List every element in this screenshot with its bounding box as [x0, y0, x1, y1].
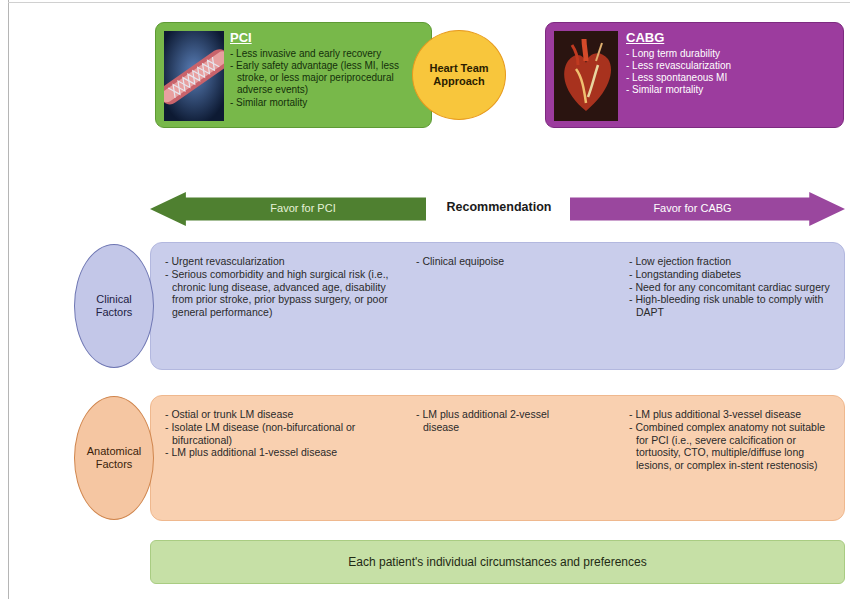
bullet-text: - Less revascularization: [626, 60, 833, 72]
bullet-text: - High-bleeding risk unable to comply wi…: [629, 293, 837, 319]
box-heading: CABG: [626, 30, 833, 46]
factor-band: - Urgent revascularization- Serious como…: [150, 242, 845, 370]
node-text: Heart Team Approach: [428, 62, 490, 89]
bullet-text: - Early safety advantage (less MI, less …: [230, 60, 407, 97]
cabg-box: CABG - Long term durability- Less revascu…: [545, 22, 844, 128]
node-text: Favor for CABG: [653, 202, 731, 215]
bullet-text: - LM plus additional 3-vessel disease: [629, 408, 837, 421]
factor-circle: Anatomical Factors: [74, 396, 154, 520]
bullet-text: - Urgent revascularization: [165, 255, 401, 268]
bullet-text: - Ostial or trunk LM disease: [165, 408, 401, 421]
bullet-text: - LM plus additional 2-vessel disease: [416, 408, 581, 434]
node-text: Each patient's individual circumstances …: [348, 555, 646, 570]
node-text: Clinical Factors: [81, 293, 147, 320]
bullet-text: - Longstanding diabetes: [629, 268, 837, 281]
text-column: - Clinical equipoise: [416, 255, 566, 268]
favor-arrow: Favor for CABG: [570, 192, 845, 226]
bullet-text: - Isolate LM disease (non-bifurcational …: [165, 421, 401, 447]
frame-line: [8, 2, 850, 3]
heart-illustration: [554, 31, 618, 121]
bullet-text: - LM plus additional 1-vessel disease: [165, 446, 401, 459]
box-heading: PCI: [230, 30, 407, 46]
text-column: - Ostial or trunk LM disease- Isolate LM…: [165, 408, 401, 459]
text-column: - Urgent revascularization- Serious como…: [165, 255, 401, 319]
bullet-text: - Long term durability: [626, 48, 833, 60]
bullet-text: - Serious comorbidity and high surgical …: [165, 268, 401, 319]
bullet-text: - Clinical equipoise: [416, 255, 566, 268]
frame-line: [8, 0, 9, 599]
bullet-text: - Less invasive and early recovery: [230, 48, 407, 60]
arrow-outline: [150, 192, 426, 226]
text-column: - LM plus additional 2-vessel disease: [416, 408, 581, 434]
heart-team-circle: Heart Team Approach: [412, 30, 506, 120]
factor-band: - Ostial or trunk LM disease- Isolate LM…: [150, 395, 845, 521]
factor-circle: Clinical Factors: [74, 244, 154, 368]
bullet-text: - Need for any concomitant cardiac surge…: [629, 281, 837, 294]
arrow-outline: [570, 192, 845, 226]
text-column: - Low ejection fraction- Longstanding di…: [629, 255, 837, 319]
node-text: Favor for PCI: [270, 202, 335, 215]
text-wrap: Heart Team Approach: [428, 62, 490, 89]
bullet-text: - Less spontaneous MI: [626, 72, 833, 84]
node-text: Anatomical Factors: [79, 445, 149, 472]
recommendation-label: Recommendation: [428, 200, 570, 214]
bullet-text: - Similar mortality: [230, 97, 407, 109]
bullet-text: - Combined complex anatomy not suitable …: [629, 421, 837, 472]
text-column: - LM plus additional 3-vessel disease- C…: [629, 408, 837, 472]
bullet-text: - Similar mortality: [626, 84, 833, 96]
pci-box: PCI - Less invasive and early recovery- E…: [155, 22, 432, 128]
favor-arrow: Favor for PCI: [150, 192, 426, 226]
text-wrap: Clinical Factors: [81, 293, 147, 320]
bullet-text: - Low ejection fraction: [629, 255, 837, 268]
text-wrap: Anatomical Factors: [79, 445, 149, 472]
stent-illustration: [164, 31, 224, 121]
summary-band: Each patient's individual circumstances …: [150, 540, 845, 584]
